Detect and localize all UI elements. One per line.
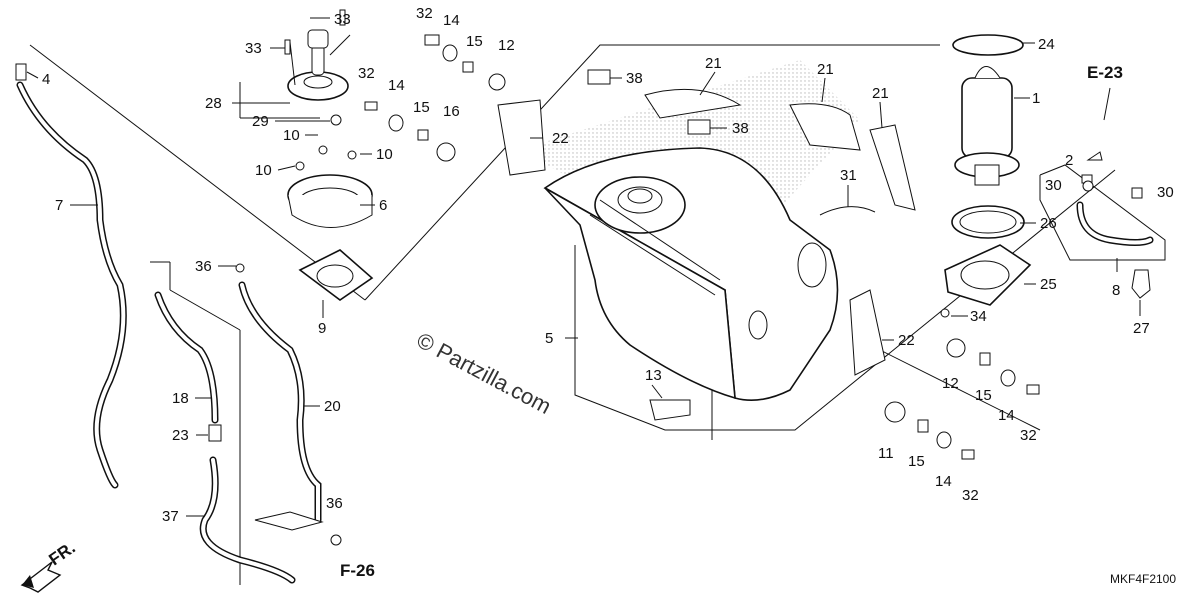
callout-32b: 32 bbox=[358, 65, 375, 82]
callout-26: 26 bbox=[1040, 215, 1057, 232]
callout-14c: 14 bbox=[998, 407, 1015, 424]
hose-7 bbox=[15, 63, 127, 489]
callout-38b: 38 bbox=[732, 120, 749, 137]
callout-31: 31 bbox=[840, 167, 857, 184]
reference-f26: F-26 bbox=[340, 561, 375, 580]
callout-33a: 33 bbox=[334, 11, 351, 28]
fuel-tank bbox=[543, 147, 839, 401]
callout-21a: 21 bbox=[705, 55, 722, 72]
hose-18 bbox=[154, 291, 222, 442]
callout-11: 11 bbox=[878, 445, 894, 462]
callout-2: 2 bbox=[1065, 152, 1073, 169]
fuel-pump bbox=[944, 34, 1032, 306]
reference-e23: E-23 bbox=[1087, 63, 1123, 82]
callout-7: 7 bbox=[55, 197, 63, 214]
callout-28: 28 bbox=[205, 95, 222, 112]
callout-15b: 15 bbox=[413, 99, 430, 116]
insulator-pads bbox=[497, 88, 916, 421]
callout-34: 34 bbox=[970, 308, 987, 325]
hose-20 bbox=[238, 281, 324, 531]
callout-16: 16 bbox=[443, 103, 460, 120]
callout-30b: 30 bbox=[1157, 184, 1174, 201]
watermark-text: © Partzilla.com bbox=[413, 327, 556, 419]
callouts: 33 33 32 14 15 12 4 28 29 32 14 15 16 10… bbox=[42, 5, 1174, 525]
callout-32c: 32 bbox=[1020, 427, 1037, 444]
callout-10c: 10 bbox=[255, 162, 272, 179]
callout-38a: 38 bbox=[626, 70, 643, 87]
callout-23: 23 bbox=[172, 427, 189, 444]
callout-27: 27 bbox=[1133, 320, 1150, 337]
callout-25: 25 bbox=[1040, 276, 1057, 293]
callout-21c: 21 bbox=[872, 85, 889, 102]
leader-lines bbox=[26, 17, 1141, 517]
callout-14a: 14 bbox=[443, 12, 460, 29]
hose-37 bbox=[199, 456, 296, 584]
small-hardware bbox=[235, 9, 1143, 546]
callout-10a: 10 bbox=[283, 127, 300, 144]
callout-18: 18 bbox=[172, 390, 189, 407]
callout-32a: 32 bbox=[416, 5, 433, 22]
callout-13: 13 bbox=[645, 367, 662, 384]
front-direction-arrow: FR. bbox=[20, 538, 79, 593]
callout-30a: 30 bbox=[1045, 177, 1062, 194]
assembly-outline-lines bbox=[29, 44, 1166, 585]
callout-8: 8 bbox=[1112, 282, 1120, 299]
callout-15d: 15 bbox=[908, 453, 925, 470]
callout-1: 1 bbox=[1032, 90, 1040, 107]
callout-22a: 22 bbox=[552, 130, 569, 147]
catalog-code: MKF4F2100 bbox=[1110, 572, 1176, 586]
callout-37: 37 bbox=[162, 508, 179, 525]
callout-10b: 10 bbox=[376, 146, 393, 163]
callout-24: 24 bbox=[1038, 36, 1055, 53]
fuel-cap-assembly bbox=[287, 29, 351, 101]
callout-12b: 12 bbox=[942, 375, 959, 392]
callout-33b: 33 bbox=[245, 40, 262, 57]
callout-4: 4 bbox=[42, 71, 50, 88]
cap-ring bbox=[287, 114, 373, 228]
callout-6: 6 bbox=[379, 197, 387, 214]
callout-5: 5 bbox=[545, 330, 553, 347]
callout-22b: 22 bbox=[898, 332, 915, 349]
callout-29: 29 bbox=[252, 113, 269, 130]
callout-14b: 14 bbox=[388, 77, 405, 94]
callout-12a: 12 bbox=[498, 37, 515, 54]
callout-32d: 32 bbox=[962, 487, 979, 504]
callout-14d: 14 bbox=[935, 473, 952, 490]
callout-20: 20 bbox=[324, 398, 341, 415]
callout-15c: 15 bbox=[975, 387, 992, 404]
callout-36b: 36 bbox=[326, 495, 343, 512]
hose-8 bbox=[1076, 201, 1154, 299]
cap-gasket bbox=[298, 249, 374, 301]
callout-9: 9 bbox=[318, 320, 326, 337]
callout-21b: 21 bbox=[817, 61, 834, 78]
callout-36a: 36 bbox=[195, 258, 212, 275]
callout-15a: 15 bbox=[466, 33, 483, 50]
